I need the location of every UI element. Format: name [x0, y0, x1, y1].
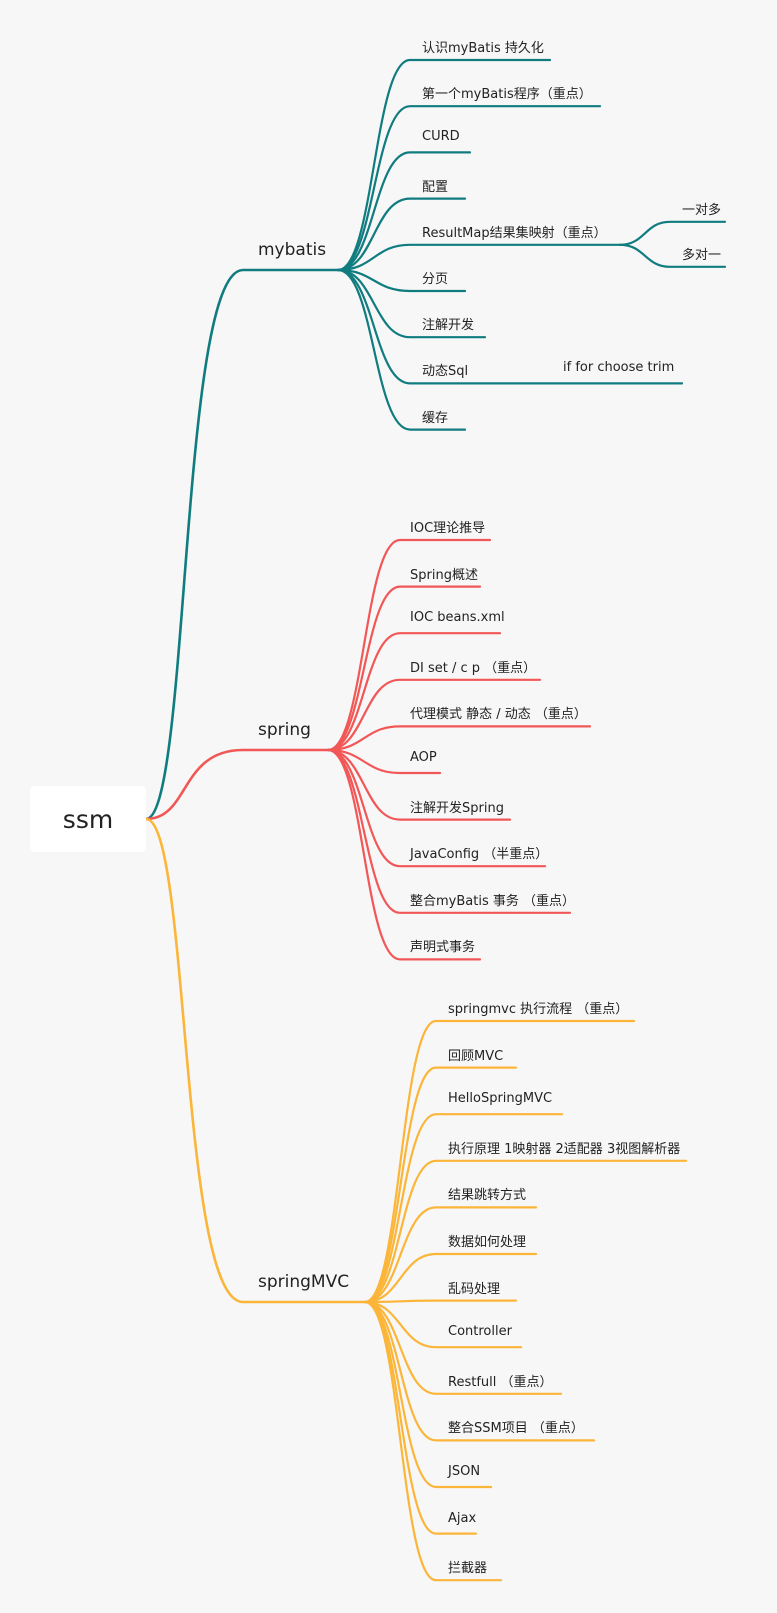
leaf-springmvc-12[interactable]: 拦截器: [448, 1561, 488, 1577]
leaf-springmvc-0[interactable]: springmvc 执行流程 （重点）: [448, 1002, 629, 1017]
subleaf-mybatis-4-1[interactable]: 多对一: [682, 247, 722, 263]
leaf-spring-0[interactable]: IOC理论推导: [410, 521, 486, 536]
grandchild-connector-mybatis-4-1: [618, 243, 727, 268]
child-connector-springmvc-9: [363, 1300, 596, 1442]
leaf-springmvc-11[interactable]: Ajax: [448, 1510, 477, 1526]
child-connector-spring-5: [326, 748, 442, 775]
child-connector-mybatis-4: [336, 243, 622, 272]
leaf-mybatis-4[interactable]: ResultMap结果集映射（重点）: [422, 225, 607, 241]
child-connector-mybatis-7: [336, 268, 684, 385]
child-connector-springmvc-3: [363, 1159, 688, 1304]
branch-connector-mybatis: [144, 268, 340, 821]
leaf-springmvc-2[interactable]: HelloSpringMVC: [448, 1091, 553, 1107]
child-connector-spring-2: [326, 632, 502, 752]
branch-label-spring[interactable]: spring: [258, 720, 311, 740]
branch-label-springmvc[interactable]: springMVC: [258, 1272, 350, 1292]
child-connector-mybatis-8: [336, 268, 467, 431]
child-connector-spring-0: [326, 538, 492, 752]
leaf-spring-9[interactable]: 声明式事务: [410, 940, 476, 956]
leaf-mybatis-3[interactable]: 配置: [422, 179, 449, 195]
leaf-spring-1[interactable]: Spring概述: [410, 567, 478, 583]
leaf-springmvc-3[interactable]: 执行原理 1映射器 2适配器 3视图解析器: [448, 1141, 681, 1157]
leaf-spring-7[interactable]: JavaConfig （半重点）: [410, 847, 549, 863]
leaf-spring-4[interactable]: 代理模式 静态 / 动态 （重点）: [410, 707, 587, 723]
child-connector-springmvc-4: [363, 1206, 538, 1304]
leaf-mybatis-8[interactable]: 缓存: [422, 410, 449, 426]
leaf-spring-6[interactable]: 注解开发Spring: [410, 800, 504, 816]
leaf-springmvc-9[interactable]: 整合SSM项目 （重点）: [448, 1421, 584, 1437]
branch-connector-spring: [144, 748, 330, 821]
child-connector-mybatis-6: [336, 268, 487, 339]
child-connector-springmvc-6: [363, 1299, 518, 1304]
child-connector-spring-6: [326, 748, 512, 821]
leaf-mybatis-0[interactable]: 认识myBatis 持久化: [422, 41, 544, 56]
child-connector-spring-9: [326, 748, 482, 961]
leaf-mybatis-7[interactable]: 动态Sql: [422, 364, 469, 380]
branch-connector-springmvc: [144, 817, 367, 1304]
leaf-springmvc-1[interactable]: 回顾MVC: [448, 1048, 504, 1064]
leaf-springmvc-4[interactable]: 结果跳转方式: [448, 1188, 527, 1204]
leaf-spring-2[interactable]: IOC beans.xml: [410, 610, 505, 626]
leaf-mybatis-2[interactable]: CURD: [422, 129, 460, 145]
branch-label-mybatis[interactable]: mybatis: [258, 240, 327, 260]
child-connector-mybatis-3: [336, 197, 467, 272]
child-connector-spring-8: [326, 748, 572, 914]
leaf-spring-3[interactable]: DI set / c p （重点）: [410, 660, 537, 676]
child-connector-mybatis-2: [336, 151, 472, 272]
child-connector-spring-3: [326, 678, 542, 752]
child-connector-spring-4: [326, 725, 592, 752]
leaf-springmvc-5[interactable]: 数据如何处理: [448, 1235, 527, 1250]
subleaf-mybatis-4-0[interactable]: 一对多: [682, 202, 722, 218]
child-connector-mybatis-5: [336, 268, 467, 293]
leaf-springmvc-8[interactable]: Restfull （重点）: [448, 1374, 553, 1390]
leaf-springmvc-6[interactable]: 乱码处理: [448, 1281, 501, 1297]
child-connector-springmvc-0: [363, 1019, 636, 1304]
grandchild-connector-mybatis-4-0: [618, 220, 727, 246]
leaf-spring-8[interactable]: 整合myBatis 事务 （重点）: [410, 893, 575, 909]
leaf-mybatis-6[interactable]: 注解开发: [422, 318, 475, 334]
child-connector-springmvc-2: [363, 1113, 564, 1304]
child-connector-mybatis-0: [336, 58, 552, 272]
child-connector-springmvc-1: [363, 1066, 518, 1304]
leaf-mybatis-5[interactable]: 分页: [422, 272, 449, 287]
leaf-note-mybatis-7[interactable]: if for choose trim: [563, 360, 675, 376]
child-connector-spring-1: [326, 585, 482, 752]
root-label: ssm: [62, 804, 114, 834]
child-connector-springmvc-12: [363, 1300, 503, 1582]
leaf-springmvc-10[interactable]: JSON: [448, 1464, 481, 1479]
leaf-spring-5[interactable]: AOP: [410, 750, 437, 765]
child-connector-mybatis-1: [336, 105, 602, 272]
child-connector-spring-7: [326, 748, 547, 868]
child-connector-springmvc-7: [363, 1300, 523, 1349]
leaf-springmvc-7[interactable]: Controller: [448, 1324, 512, 1340]
child-connector-springmvc-5: [363, 1252, 538, 1304]
leaf-mybatis-1[interactable]: 第一个myBatis程序（重点）: [422, 87, 592, 103]
root-node[interactable]: ssm: [30, 786, 146, 852]
child-connector-springmvc-8: [363, 1300, 563, 1395]
